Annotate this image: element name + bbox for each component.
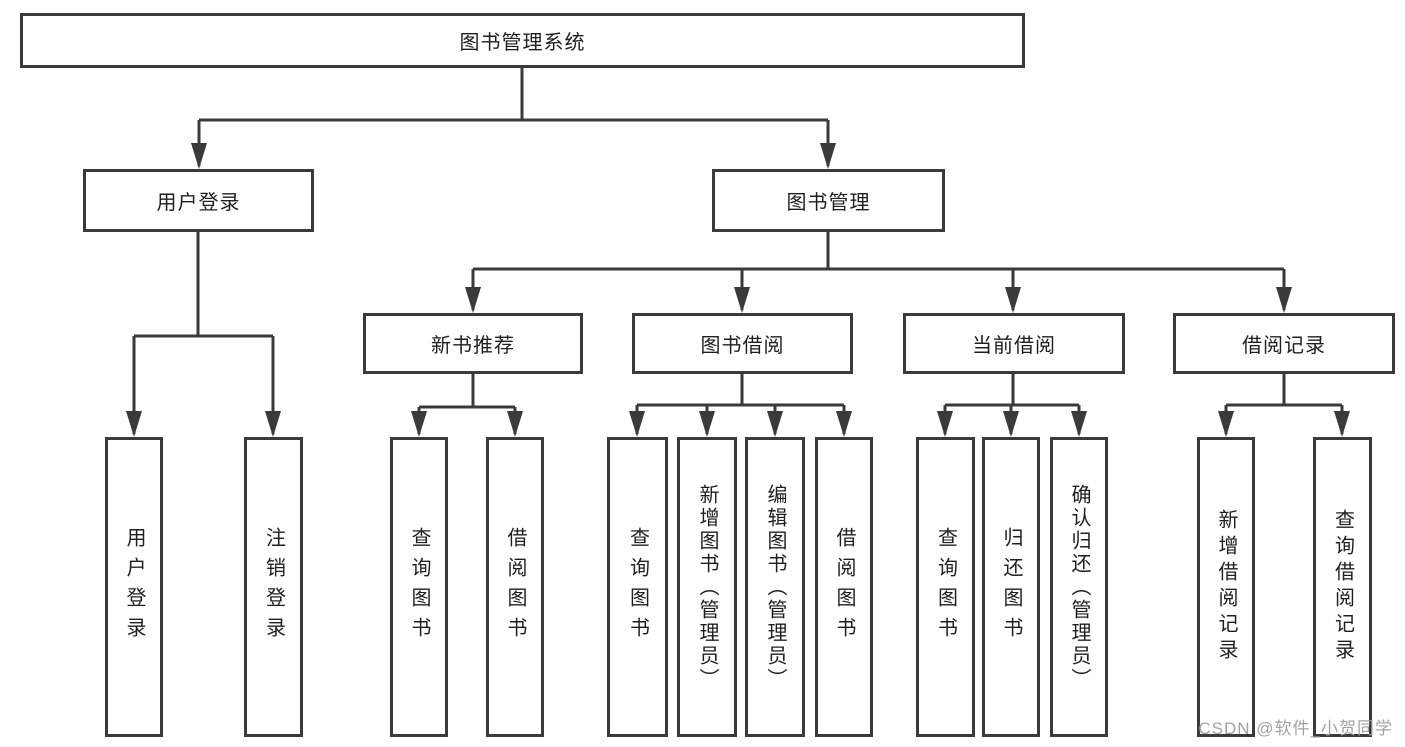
- node-book-borrow-label: 图书借阅: [700, 335, 785, 357]
- leaf-records-query-borrow-record-label: 查询借阅记录: [1331, 509, 1354, 665]
- leaf-user-login: 用户登录: [105, 437, 163, 737]
- leaf-borrow-edit-book-admin-label: 编辑图书（管理员）: [764, 483, 786, 691]
- arrow-down-icon: [411, 411, 427, 437]
- connector-root-to-level2: [197, 68, 830, 166]
- arrow-down-icon: [1276, 287, 1292, 313]
- arrow-down-icon: [1071, 411, 1087, 437]
- leaf-current-query-book: 查询图书: [916, 437, 975, 737]
- leaf-borrow-add-book-admin: 新增图书（管理员）: [677, 437, 737, 737]
- node-borrow-records-label: 借阅记录: [1242, 335, 1326, 357]
- leaf-current-confirm-return-admin: 确认归还（管理员）: [1050, 437, 1108, 737]
- arrow-down-icon: [126, 411, 142, 437]
- connector-book-borrow-branch: [635, 374, 846, 434]
- leaf-user-login-label: 用户登录: [123, 527, 145, 647]
- leaf-borrow-borrow-book: 借阅图书: [815, 437, 873, 737]
- node-current-borrow-label: 当前借阅: [972, 335, 1056, 357]
- arrow-down-icon: [1005, 287, 1021, 313]
- leaf-logout-login-label: 注销登录: [262, 527, 285, 647]
- arrow-down-icon: [191, 143, 207, 169]
- leaf-borrow-borrow-book-label: 借阅图书: [833, 527, 855, 647]
- leaf-borrow-edit-book-admin: 编辑图书（管理员）: [745, 437, 805, 737]
- connector-user-login-branch: [132, 232, 275, 434]
- leaf-current-confirm-return-admin-label: 确认归还（管理员）: [1068, 483, 1090, 691]
- leaf-records-add-borrow-record: 新增借阅记录: [1197, 437, 1255, 737]
- leaf-borrow-query-book: 查询图书: [607, 437, 668, 737]
- leaf-newbook-borrow-book: 借阅图书: [486, 437, 544, 737]
- leaf-newbook-borrow-book-label: 借阅图书: [504, 527, 526, 647]
- arrow-down-icon: [1334, 411, 1350, 437]
- arrow-down-icon: [734, 287, 750, 313]
- leaf-records-add-borrow-record-label: 新增借阅记录: [1215, 509, 1237, 665]
- leaf-borrow-query-book-label: 查询图书: [626, 527, 649, 647]
- leaf-current-query-book-label: 查询图书: [934, 527, 957, 647]
- arrow-down-icon: [836, 411, 852, 437]
- leaf-current-return-book: 归还图书: [982, 437, 1040, 737]
- arrow-down-icon: [820, 143, 836, 169]
- connector-book-management-branch: [471, 232, 1286, 310]
- node-borrow-records: 借阅记录: [1173, 313, 1395, 374]
- arrow-down-icon: [1218, 411, 1234, 437]
- leaf-current-return-book-label: 归还图书: [1000, 527, 1022, 647]
- arrowheads: [126, 143, 1350, 437]
- arrow-down-icon: [465, 287, 481, 313]
- node-library-system-label: 图书管理系统: [459, 32, 586, 54]
- connector-borrow-records-branch: [1224, 374, 1344, 434]
- leaf-borrow-add-book-admin-label: 新增图书（管理员）: [696, 483, 718, 691]
- leaf-logout-login: 注销登录: [244, 437, 303, 737]
- leaf-newbook-query-book-label: 查询图书: [408, 527, 430, 647]
- node-current-borrow: 当前借阅: [903, 313, 1125, 374]
- node-new-book-recommend: 新书推荐: [363, 313, 583, 374]
- leaf-newbook-query-book: 查询图书: [390, 437, 448, 737]
- node-book-management: 图书管理: [712, 169, 945, 232]
- arrow-down-icon: [507, 411, 523, 437]
- node-new-book-recommend-label: 新书推荐: [431, 335, 515, 357]
- arrow-down-icon: [629, 411, 645, 437]
- arrow-down-icon: [937, 411, 953, 437]
- node-book-management-label: 图书管理: [786, 192, 871, 214]
- node-user-login: 用户登录: [83, 169, 314, 232]
- node-library-system: 图书管理系统: [20, 13, 1025, 68]
- node-book-borrow: 图书借阅: [632, 313, 853, 374]
- csdn-watermark: CSDN @软件_小贺同学: [1198, 719, 1393, 738]
- connector-new-book-branch: [417, 374, 517, 434]
- node-user-login-label: 用户登录: [156, 192, 241, 214]
- arrow-down-icon: [265, 411, 281, 437]
- arrow-down-icon: [699, 411, 715, 437]
- arrow-down-icon: [767, 411, 783, 437]
- arrow-down-icon: [1003, 411, 1019, 437]
- leaf-records-query-borrow-record: 查询借阅记录: [1313, 437, 1372, 737]
